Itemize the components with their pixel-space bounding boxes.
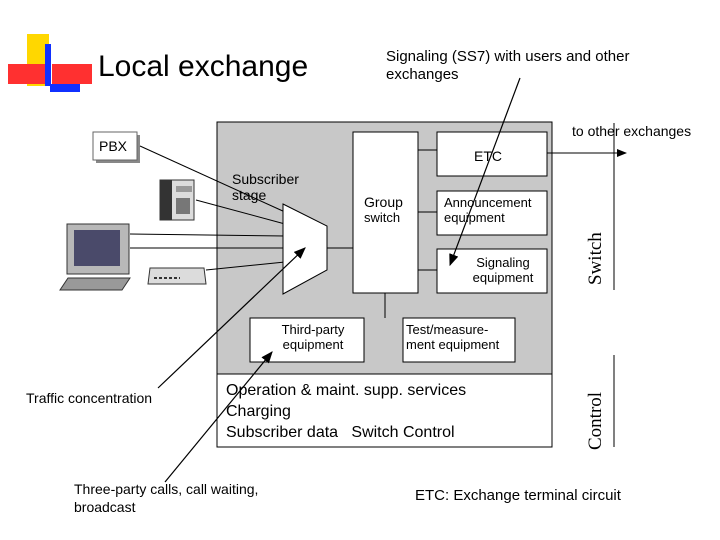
group-switch-links bbox=[384, 149, 437, 318]
telephone-icon bbox=[159, 179, 195, 221]
test-measurement-equipment-box bbox=[402, 317, 516, 363]
pbx-label: PBX bbox=[99, 138, 128, 154]
subscriber-stage-label: Subscriber stage bbox=[232, 171, 299, 204]
modem-icon bbox=[147, 267, 207, 285]
announcement-equipment-box bbox=[436, 190, 548, 236]
subscriber-lines bbox=[129, 145, 286, 271]
traffic-concentration-arrow bbox=[157, 247, 306, 389]
group-switch-box bbox=[352, 131, 419, 294]
ops-line-3: Subscriber data Switch Control bbox=[226, 423, 455, 441]
announcement-equipment-label: Announcement equipment bbox=[444, 195, 532, 225]
third-party-equipment-label: Third-party equipment bbox=[281, 322, 345, 352]
signaling-pointer-arrow bbox=[449, 77, 521, 267]
to-other-exchanges-label: to other exchanges bbox=[572, 123, 692, 139]
ops-line-1: Operation & maint. supp. services bbox=[226, 382, 467, 399]
page-title: Local exchange bbox=[98, 50, 309, 83]
control-vertical-label: Control bbox=[585, 391, 606, 450]
group-switch-sub-label: switch bbox=[364, 210, 401, 225]
group-switch-label: Group bbox=[364, 194, 403, 210]
test-measurement-equipment-label: Test/measure-ment equipment bbox=[406, 322, 500, 352]
three-party-note: Three-party calls, call waiting, broadca… bbox=[74, 481, 259, 516]
corner-logo-icon bbox=[8, 34, 92, 92]
computer-icon bbox=[59, 223, 131, 291]
control-functions-text: Operation & maint. supp. services Chargi… bbox=[226, 381, 466, 443]
pbx-box bbox=[92, 131, 138, 161]
control-area bbox=[216, 373, 553, 448]
traffic-concentration-label: Traffic concentration bbox=[26, 390, 153, 406]
etc-definition: ETC: Exchange terminal circuit bbox=[415, 487, 621, 504]
switch-vertical-label: Switch bbox=[585, 232, 606, 285]
ops-line-2: Charging bbox=[226, 402, 291, 420]
signaling-note: Signaling (SS7) with users and other exc… bbox=[386, 48, 630, 83]
signaling-equipment-label: Signaling equipment bbox=[472, 255, 534, 285]
etc-label: ETC bbox=[474, 148, 502, 164]
three-party-arrow bbox=[164, 351, 273, 483]
